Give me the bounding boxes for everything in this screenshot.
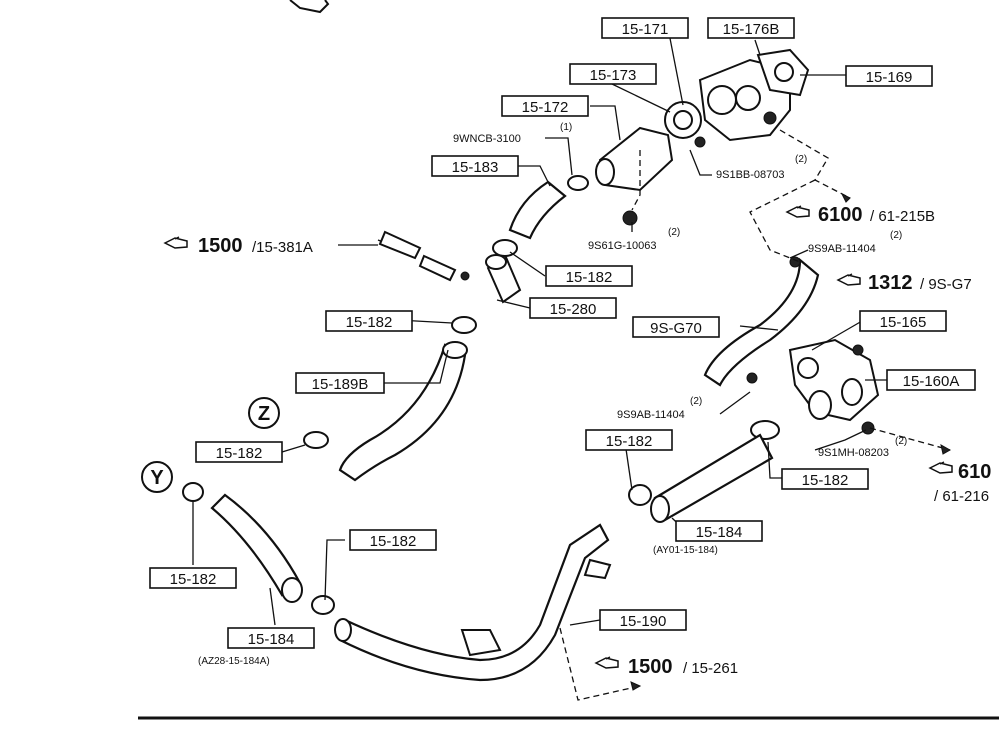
quantity-label: (2) xyxy=(668,227,680,238)
quantity-label: (2) xyxy=(795,154,807,165)
part-number-box: 15-173 xyxy=(590,67,637,84)
pipe-9S-G70 xyxy=(703,257,820,387)
part-number-box: 15-280 xyxy=(550,301,597,318)
part-number-box: 15-171 xyxy=(622,21,669,38)
reference-number: 6100 xyxy=(818,204,863,226)
reference-6100-61-215B[interactable]: 6100 / 61-215B xyxy=(786,204,935,226)
clamp xyxy=(182,482,204,502)
part-number-box: 15-182 xyxy=(346,314,393,331)
small-part-number: 9S1BB-08703 xyxy=(716,169,785,181)
quantity-label: (2) xyxy=(895,436,907,447)
part-number-box: 15-182 xyxy=(802,472,849,489)
small-part-number: 9S1MH-08203 xyxy=(818,447,889,459)
pointing-hand-icon xyxy=(837,273,861,286)
reference-figure: / 61-216 xyxy=(934,488,989,505)
reference-number: 1312 xyxy=(868,272,913,294)
reference-1500-15-261[interactable]: 1500 / 15-261 xyxy=(595,656,738,678)
hose-15-189B xyxy=(338,343,467,482)
small-part-number: 9WNCB-3100 xyxy=(453,133,521,145)
reference-figure: / 9S-G7 xyxy=(920,276,972,293)
quantity-label: (2) xyxy=(890,230,902,241)
clamp xyxy=(750,420,780,440)
part-number-box: 15-176B xyxy=(723,21,780,38)
small-part-number: 9S61G-10063 xyxy=(588,240,657,252)
thermostat xyxy=(664,101,702,139)
gasket-15-169 xyxy=(756,48,810,97)
part-number-box: 15-184 xyxy=(248,631,295,648)
pointing-hand-icon xyxy=(929,461,953,474)
reference-figure: /15-381A xyxy=(252,239,313,256)
part-number-box: 15-182 xyxy=(606,433,653,450)
supplementary-number: (AY01-15-184) xyxy=(653,545,718,556)
part-number-box: 9S-G70 xyxy=(650,320,702,337)
reference-610-61-216[interactable]: 610 / 61-216 xyxy=(929,461,991,505)
top-left-fragment xyxy=(289,0,330,14)
part-number-box: 15-184 xyxy=(696,524,743,541)
pointing-hand-icon xyxy=(164,236,188,249)
clamp xyxy=(451,316,477,334)
marker-z-label: Z xyxy=(258,403,270,425)
part-number-box: 15-183 xyxy=(452,159,499,176)
reference-1500-15-381A[interactable]: 1500 /15-381A xyxy=(164,235,313,257)
water-inlet-pipe xyxy=(595,126,674,192)
clamp xyxy=(567,175,589,191)
part-number-box: 15-189B xyxy=(312,376,369,393)
part-number-box: 15-182 xyxy=(170,571,217,588)
small-part-number: 9S9AB-11404 xyxy=(617,409,685,421)
pipe-15-280 xyxy=(485,253,522,304)
small-part-number: 9S9AB-11404 xyxy=(808,243,876,255)
part-number-box: 15-165 xyxy=(880,314,927,331)
hose-15-183 xyxy=(508,180,567,240)
housing-15-160A xyxy=(788,338,880,422)
clamp xyxy=(628,484,652,506)
part-number-box: 15-160A xyxy=(903,373,960,390)
reference-figure: / 15-261 xyxy=(683,660,738,677)
quantity-label: (1) xyxy=(560,122,572,133)
reference-number: 610 xyxy=(958,461,991,483)
marker-y-label: Y xyxy=(150,467,164,489)
clamp xyxy=(303,431,329,449)
part-number-box: 15-190 xyxy=(620,613,667,630)
boxed-part-numbers: 15-171 15-176B 15-173 15-169 15-172 15-1… xyxy=(149,17,976,649)
part-number-box: 15-182 xyxy=(216,445,263,462)
quantity-label: (2) xyxy=(690,396,702,407)
reference-number: 1500 xyxy=(198,235,243,257)
part-number-box: 15-169 xyxy=(866,69,913,86)
marker-z: Z xyxy=(248,397,280,429)
part-number-box: 15-182 xyxy=(566,269,613,286)
reference-figure: / 61-215B xyxy=(870,208,935,225)
reference-1312-9S-G7[interactable]: 1312 / 9S-G7 xyxy=(837,272,972,294)
clamp xyxy=(311,595,335,615)
pipe-15-190 xyxy=(338,523,610,682)
pointing-hand-icon xyxy=(595,656,619,669)
pointing-hand-icon xyxy=(786,205,810,218)
supplementary-number: (AZ28-15-184A) xyxy=(198,656,270,667)
reference-number: 1500 xyxy=(628,656,673,678)
part-number-box: 15-172 xyxy=(522,99,569,116)
part-number-box: 15-182 xyxy=(370,533,417,550)
marker-y: Y xyxy=(141,461,173,493)
